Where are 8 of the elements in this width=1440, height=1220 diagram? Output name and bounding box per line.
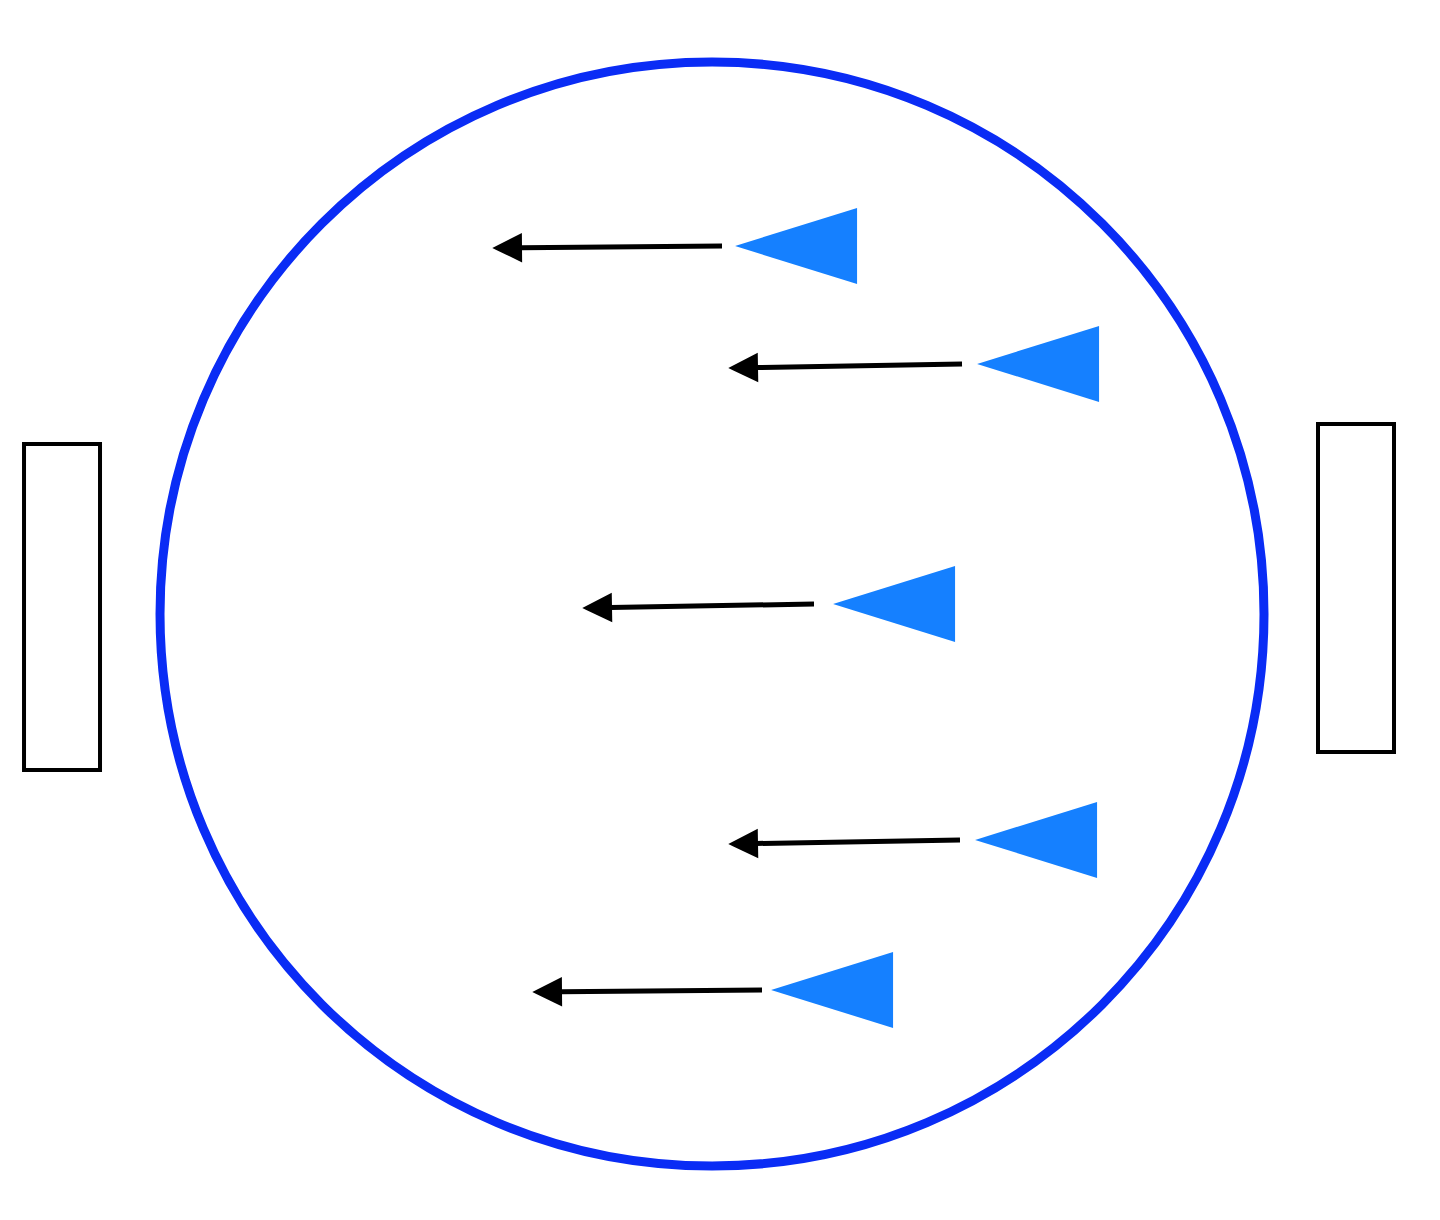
triangle-marker <box>833 566 956 642</box>
ring-circle <box>155 57 1269 1171</box>
plate-box <box>22 442 102 772</box>
triangle-marker <box>975 802 1098 878</box>
triangle-marker <box>735 208 858 284</box>
triangle-marker <box>977 326 1100 402</box>
triangle-marker <box>771 952 894 1028</box>
plate-box <box>1316 422 1396 754</box>
